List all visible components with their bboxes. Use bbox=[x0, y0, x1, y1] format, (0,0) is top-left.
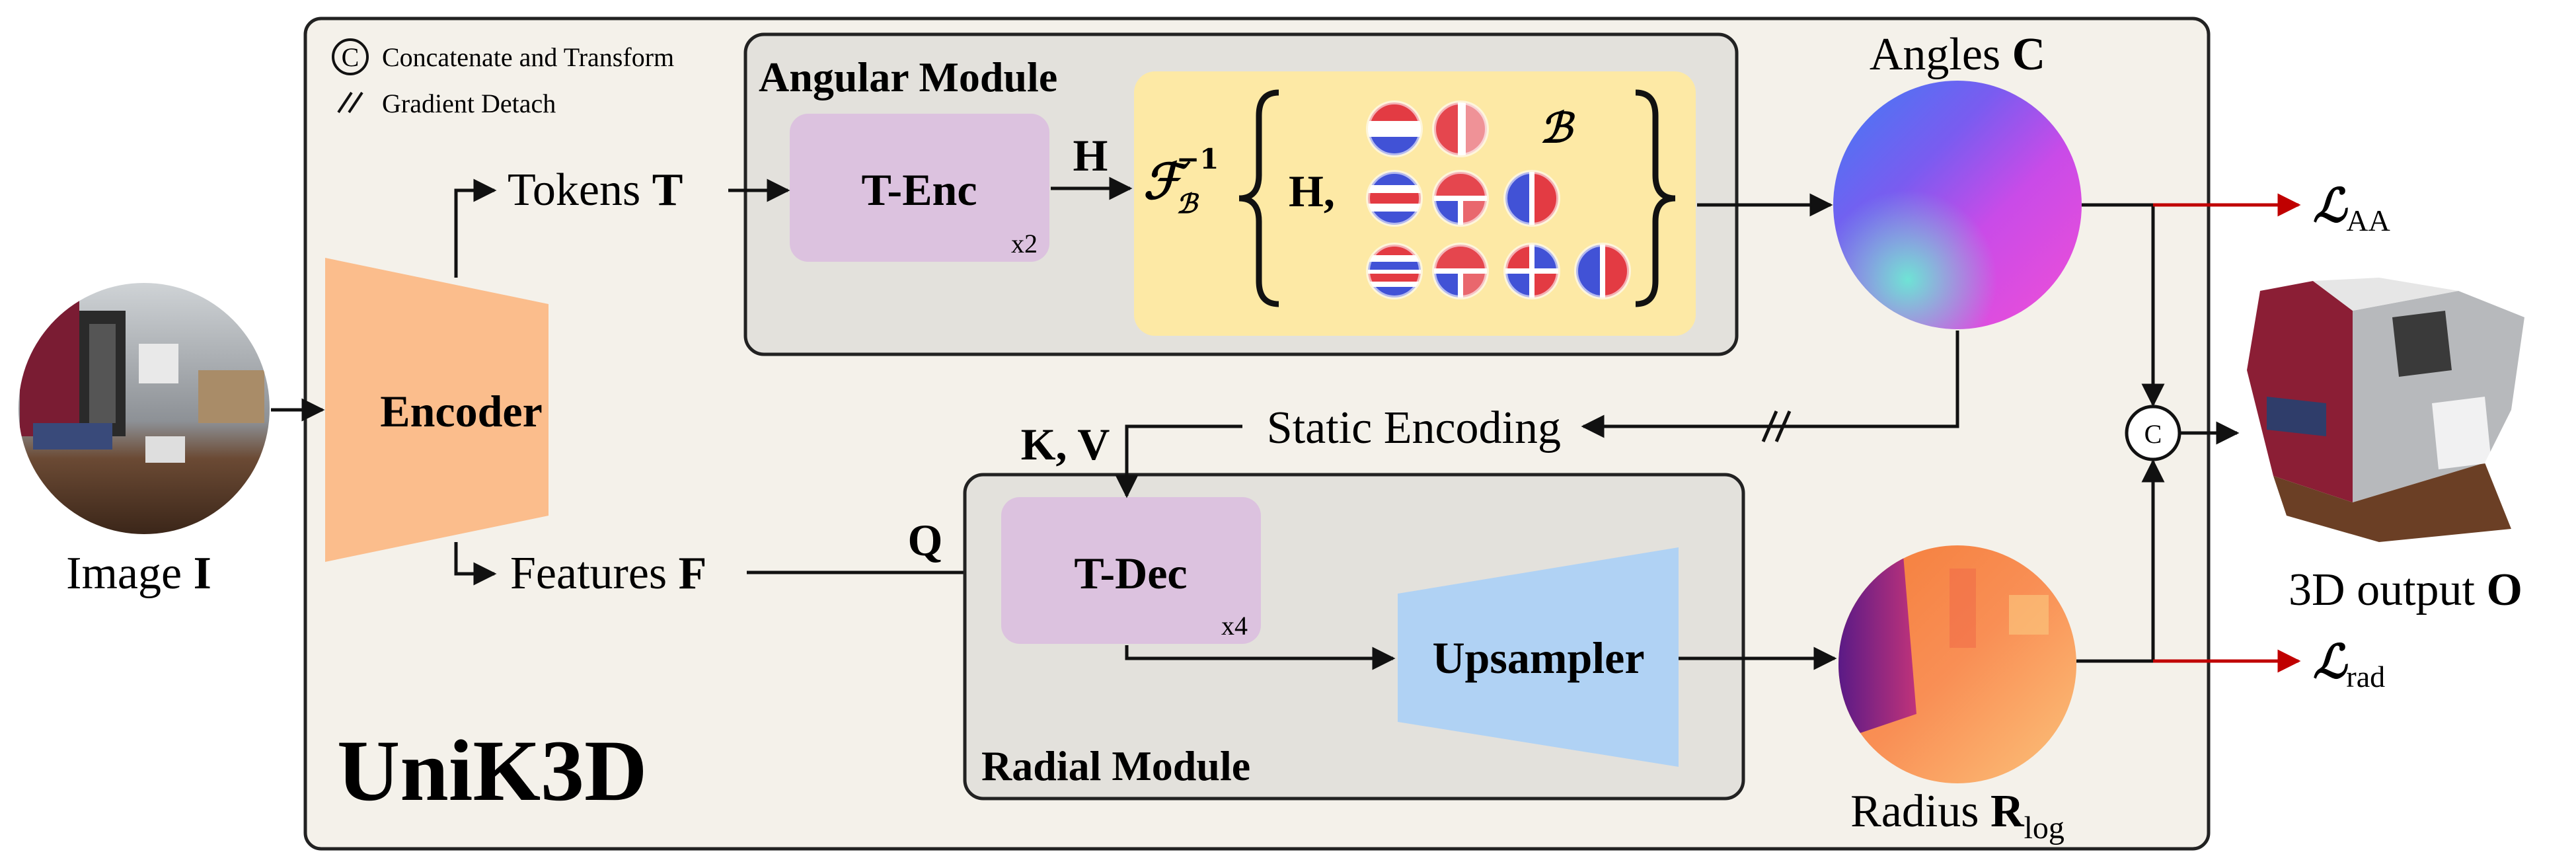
fourier-h-term: H, bbox=[1289, 166, 1335, 216]
radius-sphere bbox=[1838, 545, 2076, 783]
concat-legend-icon bbox=[332, 38, 369, 75]
tokens-label: Tokens T bbox=[508, 165, 683, 216]
harmonic-sphere-icon bbox=[1503, 243, 1560, 299]
tenc-repeat: x2 bbox=[1011, 229, 1038, 258]
concat-legend-symbol: C bbox=[342, 42, 360, 72]
encoder-to-tokens-arrow bbox=[454, 178, 497, 278]
tenc-label: T-Enc bbox=[861, 165, 977, 215]
upsampler-label: Upsampler bbox=[1432, 633, 1644, 683]
harmonic-sphere-icon bbox=[1503, 170, 1560, 227]
harmonic-sphere-icon bbox=[1574, 243, 1631, 299]
concat-node-symbol: C bbox=[2144, 419, 2162, 449]
encoder-label: Encoder bbox=[380, 386, 543, 436]
radius-label: Radius Rlog bbox=[1850, 786, 2065, 845]
encoder-trapezoid bbox=[325, 258, 549, 562]
gradient-detach-mark bbox=[1761, 411, 1792, 442]
output-label: 3D output O bbox=[2289, 565, 2522, 615]
harmonic-sphere-icon bbox=[1366, 100, 1423, 157]
detach-legend-icon bbox=[337, 91, 363, 114]
loss-rad-label: ℒrad bbox=[2313, 637, 2385, 693]
q-label: Q bbox=[908, 515, 943, 565]
loss-aa-label: ℒAA bbox=[2313, 181, 2390, 237]
features-label: Features F bbox=[510, 548, 706, 599]
static-to-tdec-arrow bbox=[1115, 424, 1242, 498]
harmonic-sphere-icon bbox=[1432, 243, 1489, 299]
concat-legend-label: Concatenate and Transform bbox=[382, 42, 674, 72]
angles-label: Angles C bbox=[1870, 29, 2045, 80]
svg-text:−1: −1 bbox=[1176, 143, 1219, 175]
left-brace bbox=[1238, 89, 1279, 307]
upsampler-trapezoid bbox=[1398, 547, 1679, 767]
harmonic-sphere-icon bbox=[1366, 170, 1423, 227]
kv-label: K, V bbox=[1021, 419, 1110, 469]
detach-legend-label: Gradient Detach bbox=[382, 89, 556, 118]
image-label: Image I bbox=[66, 548, 211, 599]
angles-to-static-arrow bbox=[1581, 331, 1959, 438]
3d-output-render bbox=[2247, 278, 2524, 542]
harmonic-sphere-icon bbox=[1432, 170, 1489, 227]
tdec-label: T-Dec bbox=[1074, 548, 1187, 598]
tdec-box bbox=[1001, 497, 1261, 644]
harmonic-sphere-icon bbox=[1366, 243, 1423, 299]
basis-symbol: ℬ bbox=[1540, 104, 1575, 152]
input-image bbox=[19, 283, 270, 534]
diagram-title: UniK3D bbox=[337, 722, 647, 819]
radial-module-title: Radial Module bbox=[981, 742, 1250, 789]
h-label: H bbox=[1073, 130, 1108, 180]
tdec-to-upsampler-arrow bbox=[1125, 645, 1396, 670]
right-brace bbox=[1635, 89, 1676, 307]
tenc-box bbox=[790, 114, 1049, 262]
harmonic-sphere-icon bbox=[1432, 100, 1489, 157]
legend: C Concatenate and Transform Gradient Det… bbox=[332, 38, 674, 118]
fourier-operator: ℱ −1 ℬ bbox=[1143, 143, 1219, 219]
tdec-repeat: x4 bbox=[1221, 611, 1248, 641]
angular-module-title: Angular Module bbox=[759, 54, 1057, 100]
static-encoding-label: Static Encoding bbox=[1267, 403, 1561, 453]
svg-text:ℬ: ℬ bbox=[1176, 188, 1199, 219]
encoder-to-features-arrow bbox=[454, 542, 497, 586]
